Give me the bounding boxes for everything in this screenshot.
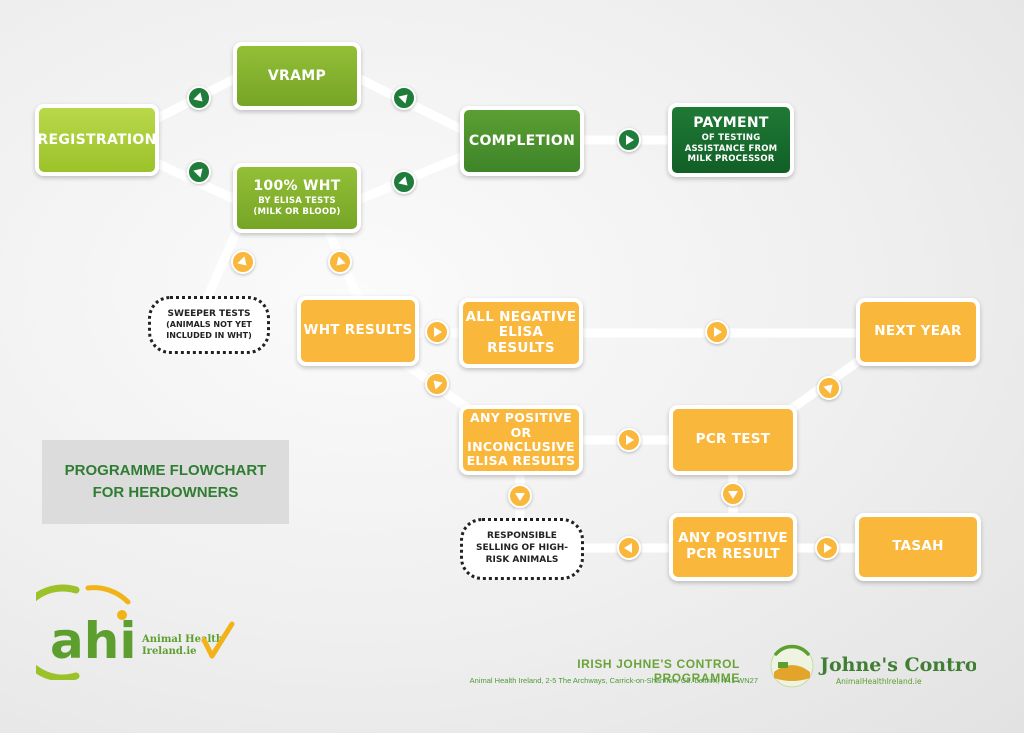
- any-positive-pcr-line1: ANY POSITIVE: [678, 530, 788, 547]
- johnes-name: Johne's Control: [818, 654, 976, 676]
- wht-label: 100% WHT: [253, 178, 341, 195]
- completion-node[interactable]: COMPLETION: [460, 106, 584, 176]
- footer-programme-title: IRISH JOHNE'S CONTROL PROGRAMME: [577, 657, 740, 685]
- next-year-label: NEXT YEAR: [874, 323, 962, 340]
- ahi-name-line1: Animal Health: [141, 634, 224, 645]
- arrow-vramp-to-completion-icon: [392, 86, 416, 110]
- registration-label: REGISTRATION: [37, 131, 157, 148]
- ahi-name-line2: Ireland.ie: [142, 646, 197, 657]
- arrow-wht-to-sweeper-icon: [231, 250, 255, 274]
- payment-sub-line3: MILK PROCESSOR: [687, 154, 775, 165]
- completion-label: COMPLETION: [468, 132, 576, 149]
- johnes-tagline: AnimalHealthIreland.ie: [836, 677, 922, 686]
- footer-address: Animal Health Ireland, 2-5 The Archways,…: [469, 676, 758, 685]
- responsible-line2: SELLING OF HIGH-: [476, 543, 568, 554]
- programme-flowchart-title: PROGRAMME FLOWCHART FOR HERDOWNERS: [42, 440, 289, 524]
- all-negative-line2: ELISA RESULTS: [487, 324, 555, 356]
- arrow-registration-to-vramp-icon: [187, 86, 211, 110]
- ahi-logo: ahi Animal Health Ireland.ie: [36, 584, 235, 680]
- arrow-completion-to-payment-icon: [617, 128, 641, 152]
- pcr-test-label: PCR TEST: [695, 431, 771, 448]
- any-positive-elisa-line3: ELISA RESULTS: [466, 453, 576, 469]
- payment-node[interactable]: PAYMENT OF TESTING ASSISTANCE FROM MILK …: [668, 103, 794, 177]
- wht-sub-line1: BY ELISA TESTS: [258, 196, 336, 207]
- johnes-control-logo: Johne's Control AnimalHealthIreland.ie: [770, 644, 976, 688]
- arrow-wht-to-completion-icon: [392, 170, 416, 194]
- sweeper-label: SWEEPER TESTS: [167, 308, 251, 319]
- arrow-registration-to-wht-icon: [187, 160, 211, 184]
- wht-sub-line2: (MILK OR BLOOD): [253, 207, 341, 218]
- responsible-selling-box[interactable]: RESPONSIBLE SELLING OF HIGH- RISK ANIMAL…: [460, 518, 584, 580]
- sweeper-tests-box[interactable]: SWEEPER TESTS (ANIMALS NOT YET INCLUDED …: [148, 296, 270, 354]
- wht-node[interactable]: 100% WHT BY ELISA TESTS (MILK OR BLOOD): [233, 163, 361, 233]
- tasah-label: TASAH: [892, 538, 944, 555]
- registration-node[interactable]: REGISTRATION: [35, 104, 159, 176]
- arrow-positive-to-responsible-icon: [508, 484, 532, 508]
- any-positive-elisa-line2: INCONCLUSIVE: [467, 439, 575, 454]
- all-negative-node[interactable]: ALL NEGATIVE ELISA RESULTS: [459, 298, 583, 368]
- next-year-node[interactable]: NEXT YEAR: [856, 298, 980, 366]
- arrow-pcr-result-to-tasah-icon: [815, 536, 839, 560]
- arrow-pcr-result-to-responsible-icon: [617, 536, 641, 560]
- wht-results-node[interactable]: WHT RESULTS: [297, 296, 419, 366]
- payment-label: PAYMENT: [693, 115, 769, 132]
- payment-sub-line1: OF TESTING: [701, 133, 761, 144]
- tasah-node[interactable]: TASAH: [855, 513, 981, 581]
- responsible-line3: RISK ANIMALS: [485, 554, 559, 565]
- any-positive-pcr-node[interactable]: ANY POSITIVE PCR RESULT: [669, 513, 797, 581]
- arrow-results-to-negative-icon: [425, 320, 449, 344]
- all-negative-line1: ALL NEGATIVE: [465, 308, 577, 325]
- arrow-wht-to-results-icon: [328, 250, 352, 274]
- vramp-node[interactable]: VRAMP: [233, 42, 361, 110]
- arrow-positive-to-pcr-icon: [617, 428, 641, 452]
- any-positive-elisa-line1: ANY POSITIVE OR: [470, 410, 572, 440]
- payment-sub-line2: ASSISTANCE FROM: [684, 143, 778, 154]
- sweeper-sub-line2: INCLUDED IN WHT): [166, 330, 252, 340]
- arrow-results-to-positive-icon: [425, 372, 449, 396]
- responsible-line1: RESPONSIBLE: [487, 531, 557, 542]
- pcr-test-node[interactable]: PCR TEST: [669, 405, 797, 475]
- arrow-pcr-to-next-year-icon: [817, 376, 841, 400]
- wht-results-label: WHT RESULTS: [303, 322, 413, 339]
- ahi-letters: ahi: [50, 612, 136, 670]
- arrow-negative-to-next-year-icon: [705, 320, 729, 344]
- title-line2: FOR HERDOWNERS: [92, 484, 239, 501]
- sweeper-sub-line1: (ANIMALS NOT YET: [166, 320, 252, 330]
- any-positive-elisa-node[interactable]: ANY POSITIVE OR INCONCLUSIVE ELISA RESUL…: [459, 405, 583, 475]
- title-line1: PROGRAMME FLOWCHART: [64, 461, 267, 479]
- vramp-label: VRAMP: [267, 67, 327, 84]
- any-positive-pcr-line2: PCR RESULT: [686, 546, 780, 562]
- arrow-pcr-to-positive-pcr-icon: [721, 482, 745, 506]
